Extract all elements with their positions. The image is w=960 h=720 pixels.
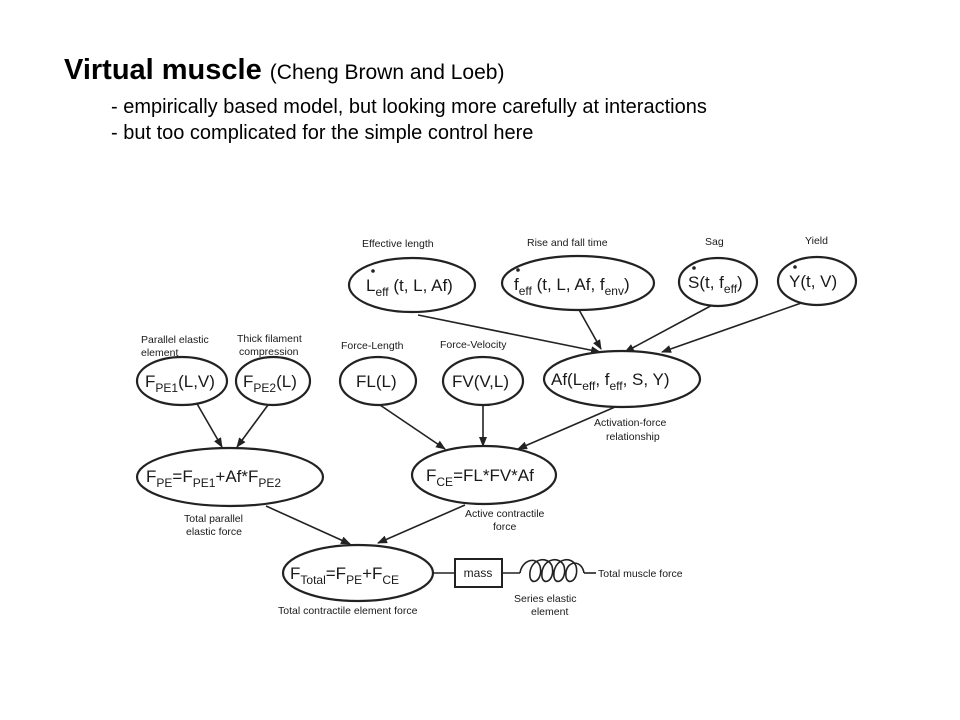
node-feff: feff (t, L, Af, fenv) <box>500 254 656 312</box>
svg-text:feff (t, L, Af, fenv): feff (t, L, Af, fenv) <box>514 275 630 298</box>
node-fce: FCE=FL*FV*Af <box>410 444 558 506</box>
svg-text:FL(L): FL(L) <box>356 372 397 391</box>
label-series-elastic-2: element <box>531 606 568 618</box>
svg-text:Y(t, V): Y(t, V) <box>789 272 837 291</box>
node-fpe: FPE=FPE1+Af*FPE2 <box>135 446 325 508</box>
node-fpe1: FPE1(L,V) <box>135 355 229 407</box>
bullet-2: - but too complicated for the simple con… <box>111 122 534 144</box>
arrows <box>195 300 808 583</box>
arrow-feff-to-af <box>577 307 602 350</box>
svg-text:FPE2(L): FPE2(L) <box>243 372 297 395</box>
arrow-sag-to-af <box>624 301 719 353</box>
label-total-contractile: Total contractile element force <box>278 605 418 617</box>
node-ftotal: FTotal=FPE+FCE <box>281 543 435 603</box>
bullet-1: - empirically based model, but looking m… <box>111 96 707 118</box>
node-fv: FV(V,L) <box>441 355 525 407</box>
node-yield: Y(t, V) <box>776 255 858 307</box>
label-activation-force-1: Activation-force <box>594 417 667 429</box>
svg-text:FPE=FPE1+Af*FPE2: FPE=FPE1+Af*FPE2 <box>146 467 281 490</box>
label-parallel-elastic-2: element <box>141 347 178 359</box>
mass-box: mass <box>454 558 503 588</box>
label-thick-filament-2: compression <box>239 346 299 358</box>
svg-text:FCE=FL*FV*Af: FCE=FL*FV*Af <box>426 466 534 489</box>
arrow-af-to-fce <box>517 406 616 450</box>
svg-text:FPE1(L,V): FPE1(L,V) <box>145 372 215 395</box>
arrow-fpe-to-ftotal <box>265 505 351 545</box>
label-yield: Yield <box>805 235 828 247</box>
arrow-fl-to-fce <box>379 404 446 450</box>
label-effective-length: Effective length <box>362 238 434 250</box>
label-parallel-elastic-1: Parallel elastic <box>141 334 209 346</box>
arrow-leff-to-af <box>417 314 601 355</box>
arrow-yield-to-af <box>661 300 808 353</box>
arrow-fce-to-ftotal <box>377 504 466 544</box>
node-leff: Leff (t, L, Af) <box>347 256 477 314</box>
label-active-contractile-2: force <box>493 521 517 533</box>
label-force-length: Force-Length <box>341 340 404 352</box>
label-series-elastic-1: Series elastic <box>514 593 576 605</box>
label-activation-force-2: relationship <box>606 431 660 443</box>
node-af: Af(Leff, feff, S, Y) <box>542 349 702 409</box>
label-rise-fall: Rise and fall time <box>527 237 608 249</box>
svg-text:FV(V,L): FV(V,L) <box>452 372 509 391</box>
labels: Effective length Rise and fall time Sag … <box>141 235 828 618</box>
svg-text:S(t, feff): S(t, feff) <box>688 273 743 296</box>
node-fpe2: FPE2(L) <box>234 355 312 407</box>
mass-label: mass <box>464 566 493 580</box>
arrow-fpe2-to-fpe <box>236 404 269 448</box>
label-sag: Sag <box>705 236 724 248</box>
svg-text:Af(Leff, feff, S, Y): Af(Leff, feff, S, Y) <box>551 370 670 393</box>
label-thick-filament-1: Thick filament <box>237 333 302 345</box>
label-total-muscle-force: Total muscle force <box>598 568 683 580</box>
slide-title: Virtual muscle (Cheng Brown and Loeb) <box>64 52 504 91</box>
node-fl: FL(L) <box>338 355 418 407</box>
label-active-contractile-1: Active contractile <box>465 508 545 520</box>
title-main: Virtual muscle <box>64 54 262 86</box>
node-sag: S(t, feff) <box>677 256 759 308</box>
arrow-fpe1-to-fpe <box>195 401 223 448</box>
svg-text:FTotal=FPE+FCE: FTotal=FPE+FCE <box>290 564 399 587</box>
series-elastic-spring <box>519 559 585 583</box>
label-force-velocity: Force-Velocity <box>440 339 507 351</box>
label-total-parallel-1: Total parallel <box>184 513 243 525</box>
title-subtitle: (Cheng Brown and Loeb) <box>269 61 505 84</box>
svg-text:Leff (t, L, Af): Leff (t, L, Af) <box>366 276 453 299</box>
label-total-parallel-2: elastic force <box>186 526 242 538</box>
